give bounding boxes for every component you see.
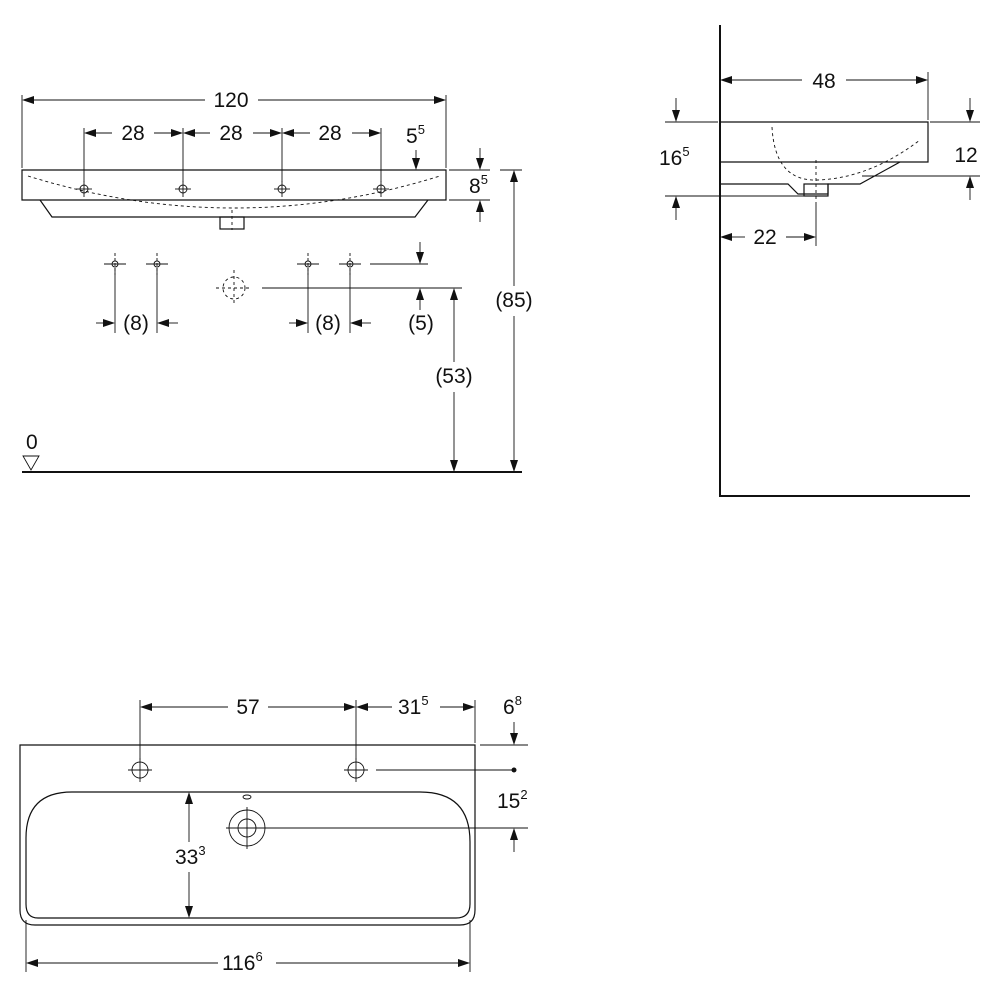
side-depth-label: 48: [812, 70, 835, 93]
front-tap-spacing-label: 28: [318, 122, 341, 145]
front-basin-underside: [39, 199, 429, 218]
front-rim-height-label: 85: [469, 172, 488, 198]
top-overflow-marker: [242, 794, 252, 800]
floor-level-symbol: [22, 455, 40, 471]
side-outlet-distance-label: 22: [753, 226, 776, 249]
top-outlet-back-label: 152: [497, 787, 528, 813]
side-basin-underside: [719, 161, 901, 195]
top-bowl-outline: [25, 791, 471, 919]
top-overall-width-label: 1166: [222, 949, 263, 975]
front-view: 120 28 28 28 55 85: [21, 89, 533, 473]
front-wall-connection-marker: [339, 253, 361, 275]
top-view: 57 315 68 152 333: [19, 693, 528, 975]
floor-level-label: 0: [26, 431, 38, 454]
front-tap-hole: [76, 181, 92, 197]
side-bowl-hidden-line: [771, 126, 921, 181]
top-waste-outlet: [226, 807, 268, 849]
front-right-pair-spacing-label: (8): [315, 312, 341, 335]
front-left-pair-spacing-label: (8): [123, 312, 149, 335]
side-total-depth-label: 165: [659, 144, 690, 170]
front-wall-connection-marker: [297, 253, 319, 275]
front-outlet-height-label: (53): [435, 365, 472, 388]
front-overall-width-label: 120: [213, 89, 248, 112]
side-view: 48 165 12 22: [659, 25, 980, 497]
front-waste-connection-marker: [216, 270, 252, 306]
front-tap-hole: [175, 181, 191, 197]
side-basin-profile: [720, 121, 929, 163]
front-tap-hole: [274, 181, 290, 197]
top-tap-back-label: 68: [503, 693, 522, 719]
front-wall-connection-marker: [104, 253, 126, 275]
front-wall-connection-marker: [146, 253, 168, 275]
front-tap-spacing-label: 28: [219, 122, 242, 145]
top-tap-edge-label: 315: [398, 693, 429, 719]
top-basin-outline: [19, 744, 476, 926]
top-tap-spacing-label: 57: [236, 696, 259, 719]
front-total-height-label: (85): [495, 289, 532, 312]
front-tap-spacing-label: 28: [121, 122, 144, 145]
front-tap-hole: [373, 181, 389, 197]
front-edge-offset-label: 55: [406, 122, 425, 148]
top-bowl-depth-label: 333: [175, 843, 206, 869]
front-basin-top: [21, 169, 447, 201]
side-basin-height-label: 12: [954, 144, 977, 167]
front-valve-offset-label: (5): [408, 312, 434, 335]
top-tap-hole: [128, 758, 152, 782]
top-tap-hole: [344, 758, 368, 782]
